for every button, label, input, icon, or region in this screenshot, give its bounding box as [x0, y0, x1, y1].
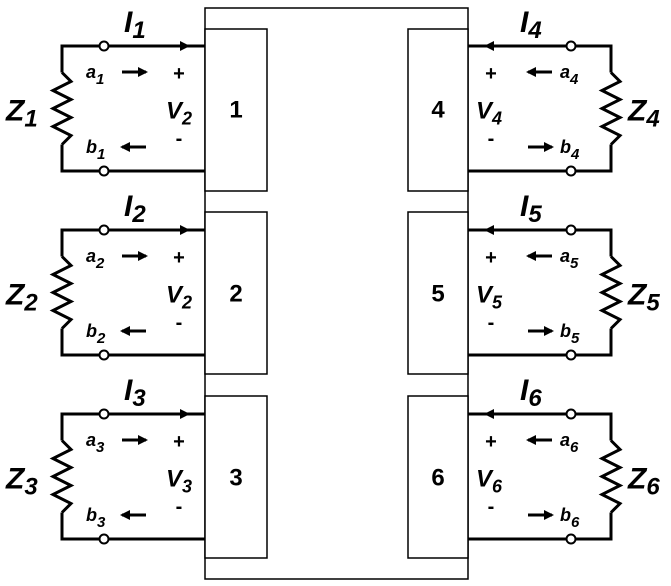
reflected-wave-label-3: b3 [86, 505, 106, 531]
voltage-minus-3: - [176, 496, 183, 518]
voltage-minus-2: - [176, 312, 183, 334]
voltage-label-6: V6 [476, 466, 503, 497]
resistor-z6 [598, 439, 624, 514]
port-box-label-1: 1 [229, 97, 242, 124]
resistor-z3 [49, 439, 75, 514]
voltage-label-5: V5 [476, 282, 503, 313]
terminal-top-1 [98, 40, 110, 52]
port-5-bottom-wire [468, 328, 613, 357]
voltage-plus-6: + [485, 431, 497, 453]
current-label-4: I4 [520, 6, 542, 44]
resistor-z1 [49, 71, 75, 146]
incident-wave-label-6: a6 [560, 430, 579, 456]
reflected-wave-label-6: b6 [560, 505, 580, 531]
current-label-2: I2 [124, 190, 146, 228]
terminal-bottom-4 [565, 165, 577, 177]
impedance-label-6: Z6 [627, 463, 660, 501]
port-box-5 [407, 211, 469, 375]
reflected-wave-label-4: b4 [560, 137, 580, 163]
port-2-bottom-wire [60, 328, 205, 357]
terminal-top-5 [565, 224, 577, 236]
voltage-minus-4: - [488, 128, 495, 150]
impedance-label-4: Z4 [627, 95, 660, 133]
resistor-z4 [598, 71, 624, 146]
reflected-wave-label-1: b1 [86, 137, 105, 163]
impedance-label-2: Z2 [5, 279, 38, 317]
terminal-bottom-1 [98, 165, 110, 177]
voltage-plus-1: + [173, 63, 185, 85]
port-box-label-5: 5 [431, 281, 444, 308]
voltage-plus-3: + [173, 431, 185, 453]
port-box-label-4: 4 [431, 97, 445, 124]
voltage-label-2: V2 [166, 282, 192, 313]
impedance-label-3: Z3 [5, 463, 38, 501]
resistor-z2 [49, 255, 75, 330]
voltage-label-3: V3 [166, 466, 192, 497]
port-box-label-6: 6 [431, 465, 444, 492]
port-3-bottom-wire [60, 512, 205, 541]
port-4-bottom-wire [468, 144, 613, 173]
impedance-label-1: Z1 [5, 95, 38, 133]
terminal-top-2 [98, 224, 110, 236]
port-6-bottom-wire [468, 512, 613, 541]
current-label-5: I5 [520, 190, 542, 228]
voltage-plus-2: + [173, 247, 185, 269]
impedance-label-5: Z5 [627, 279, 660, 317]
voltage-plus-4: + [485, 63, 497, 85]
reflected-wave-label-2: b2 [86, 321, 106, 347]
incident-wave-label-5: a5 [560, 246, 579, 272]
port-box-4 [407, 28, 469, 192]
port-box-2 [204, 211, 268, 375]
incident-wave-label-1: a1 [86, 62, 104, 88]
incident-wave-label-2: a2 [86, 246, 105, 272]
terminal-top-4 [565, 40, 577, 52]
port-box-label-2: 2 [229, 281, 242, 308]
reflected-wave-label-5: b5 [560, 321, 580, 347]
terminal-bottom-6 [565, 533, 577, 545]
voltage-minus-6: - [488, 496, 495, 518]
voltage-minus-5: - [488, 312, 495, 334]
port-box-label-3: 3 [229, 465, 242, 492]
incident-wave-label-3: a3 [86, 430, 105, 456]
terminal-bottom-3 [98, 533, 110, 545]
resistor-z5 [598, 255, 624, 330]
port-1-bottom-wire [60, 144, 205, 173]
port-box-3 [204, 395, 268, 559]
current-label-6: I6 [520, 374, 542, 412]
terminal-bottom-2 [98, 349, 110, 361]
current-label-3: I3 [124, 374, 146, 412]
port-box-1 [204, 28, 268, 192]
voltage-plus-5: + [485, 247, 497, 269]
incident-wave-label-4: a4 [560, 62, 579, 88]
port-box-6 [407, 395, 469, 559]
terminal-top-6 [565, 408, 577, 420]
voltage-minus-1: - [176, 128, 183, 150]
current-label-1: I1 [124, 6, 146, 44]
voltage-label-4: V4 [476, 98, 502, 129]
terminal-top-3 [98, 408, 110, 420]
terminal-bottom-5 [565, 349, 577, 361]
voltage-label-1: V2 [166, 98, 192, 129]
